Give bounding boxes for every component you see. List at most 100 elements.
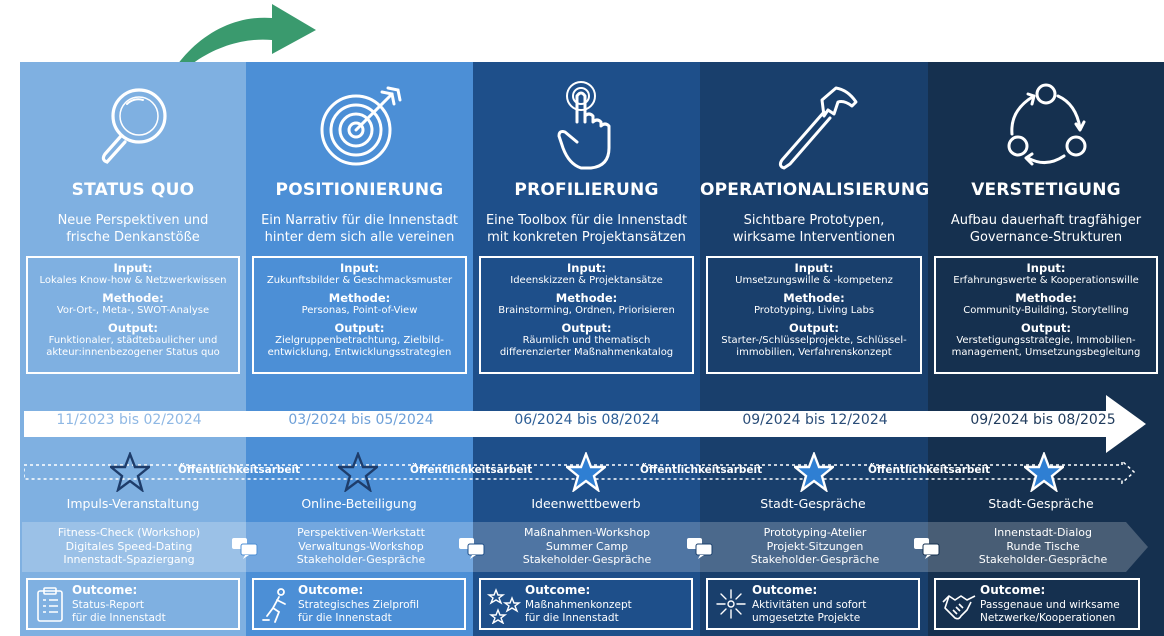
outcome-line: Netzwerke/Kooperationen xyxy=(980,612,1116,624)
workshop-item: Innenstadt-Spaziergang xyxy=(63,553,195,566)
input-text: Ideenskizzen & Projektansätze xyxy=(510,275,663,286)
subtitle-line: Neue Perspektiven und xyxy=(57,213,209,228)
phase-title: PROFILIERUNG xyxy=(514,180,659,200)
output-text: management, Umsetzungsbegleitung xyxy=(951,347,1141,358)
output-text: immobilien, Verfahrenskonzept xyxy=(736,347,892,358)
input-label: Input: xyxy=(1026,261,1066,275)
event-label: Impuls-Veranstaltung xyxy=(66,496,200,511)
workshop-list: Prototyping-Atelier Projekt-Sitzungen St… xyxy=(710,526,920,567)
stars-icon xyxy=(486,588,522,624)
subtitle-line: Aufbau dauerhaft tragfähiger xyxy=(950,213,1142,228)
clipboard-icon xyxy=(37,587,63,622)
input-label: Input: xyxy=(113,261,153,275)
output-text: Zielgruppenbetrachtung, Zielbild- xyxy=(275,335,444,346)
outcome-line: für die Innenstadt xyxy=(525,612,619,624)
target-icon xyxy=(246,76,473,186)
method-label: Methode: xyxy=(783,291,845,305)
method-text: Brainstorming, Ordnen, Priorisieren xyxy=(498,305,675,316)
method-label: Methode: xyxy=(102,291,164,305)
output-label: Output: xyxy=(561,321,612,335)
outcome-label: Outcome: xyxy=(298,583,364,597)
star-icon xyxy=(566,452,606,492)
event-label: Stadt-Gespräche xyxy=(988,496,1094,511)
output-text: Räumlich und thematisch xyxy=(522,335,651,346)
handshake-icon xyxy=(942,595,976,620)
subtitle-line: wirksame Interventionen xyxy=(732,230,896,245)
outcome-line: Passgenaue und wirksame xyxy=(980,599,1120,611)
phase-details-box: Input: Umsetzungswille & -kompetenz Meth… xyxy=(706,256,922,374)
public-relations-dotted-arrow xyxy=(24,460,1136,484)
input-label: Input: xyxy=(340,261,379,275)
phase-date: 03/2024 bis 05/2024 xyxy=(288,412,434,428)
outcome-label: Outcome: xyxy=(72,583,138,597)
subtitle-line: hinter dem sich alle vereinen xyxy=(264,230,455,245)
input-text: Erfahrungswerte & Kooperationswille xyxy=(953,275,1139,286)
method-label: Methode: xyxy=(555,291,618,305)
public-relations-label: Öffentlichkeitsarbeit xyxy=(640,464,763,476)
workshop-list: Maßnahmen-Workshop Summer Camp Stakehold… xyxy=(482,526,692,567)
method-label: Methode: xyxy=(328,291,391,305)
green-curved-arrow-icon xyxy=(156,4,316,106)
outcome-line: für die Innenstadt xyxy=(72,612,166,624)
phase-title: OPERATIONALISIERUNG xyxy=(700,180,930,200)
outcome-line: umgesetzte Projekte xyxy=(752,612,861,624)
workshop-list: Innenstadt-Dialog Runde Tische Stakehold… xyxy=(938,526,1148,567)
phase-column-verstetigung: VERSTETIGUNG Aufbau dauerhaft tragfähige… xyxy=(928,62,1164,636)
workshop-item: Runde Tische xyxy=(1006,539,1080,553)
outcome-line: für die Innenstadt xyxy=(298,612,392,624)
workshop-item: Stakeholder-Gespräche xyxy=(978,553,1108,566)
subtitle-line: frische Denkanstöße xyxy=(66,230,200,245)
subtitle-line: Governance-Strukturen xyxy=(969,230,1123,245)
phase-date: 09/2024 bis 12/2024 xyxy=(742,412,888,428)
public-relations-label: Öffentlichkeitsarbeit xyxy=(178,464,301,476)
output-text: Starter-/Schlüsselprojekte, Schlüssel- xyxy=(721,335,907,346)
outcome-label: Outcome: xyxy=(980,583,1046,597)
phase-subtitle: Ein Narrativ für die Innenstadt hinter d… xyxy=(252,212,467,246)
output-text: Funktionaler, städtebaulicher und xyxy=(48,335,218,346)
workshop-item: Summer Camp xyxy=(545,539,629,553)
runner-icon xyxy=(262,588,286,623)
public-relations-label: Öffentlichkeitsarbeit xyxy=(868,464,991,476)
outcome-line: Status-Report xyxy=(72,599,145,611)
workshop-item: Digitales Speed-Dating xyxy=(65,539,193,553)
outcome-line: Strategisches Zielprofil xyxy=(298,599,420,611)
phase-subtitle: Aufbau dauerhaft tragfähiger Governance-… xyxy=(934,212,1158,246)
input-label: Input: xyxy=(794,261,834,275)
outcome-label: Outcome: xyxy=(752,583,818,597)
workshop-list: Fitness-Check (Workshop) Digitales Speed… xyxy=(24,526,234,567)
chat-bubbles-icon xyxy=(687,538,713,559)
phase-date: 06/2024 bis 08/2024 xyxy=(514,412,660,428)
method-text: Personas, Point-of-View xyxy=(301,305,418,316)
magnifier-icon xyxy=(20,76,246,186)
input-label: Input: xyxy=(567,261,606,275)
hammer-icon xyxy=(700,76,928,186)
workshop-band-arrow xyxy=(22,522,1148,572)
output-text: Verstetigungsstrategie, Immobilien- xyxy=(956,335,1136,346)
subtitle-line: Sichtbare Prototypen, xyxy=(743,213,885,228)
method-text: Community-Building, Storytelling xyxy=(963,305,1129,316)
output-text: entwicklung, Entwicklungsstrategien xyxy=(267,347,452,358)
input-text: Zukunftsbilder & Geschmacksmuster xyxy=(266,275,453,286)
subtitle-line: Ein Narrativ für die Innenstadt xyxy=(261,213,458,228)
event-label: Online-Beteiligung xyxy=(301,496,417,511)
workshop-item: Stakeholder-Gespräche xyxy=(296,553,426,566)
star-icon xyxy=(1024,452,1064,492)
phase-date: 09/2024 bis 08/2025 xyxy=(970,412,1116,428)
phase-date: 11/2023 bis 02/2024 xyxy=(56,412,202,428)
phase-column-profilierung: PROFILIERUNG Eine Toolbox für die Innens… xyxy=(473,62,700,636)
input-text: Umsetzungswille & -kompetenz xyxy=(735,275,893,286)
workshop-list: Perspektiven-Werkstatt Verwaltungs-Works… xyxy=(256,526,466,567)
workshop-item: Fitness-Check (Workshop) xyxy=(57,526,201,539)
output-label: Output: xyxy=(108,321,158,335)
star-icon xyxy=(794,452,834,492)
star-icon xyxy=(110,452,150,492)
touch-hand-icon xyxy=(473,76,700,186)
chat-bubbles-icon xyxy=(914,538,940,559)
phase-column-operationalisierung: OPERATIONALISIERUNG Sichtbare Prototypen… xyxy=(700,62,930,636)
